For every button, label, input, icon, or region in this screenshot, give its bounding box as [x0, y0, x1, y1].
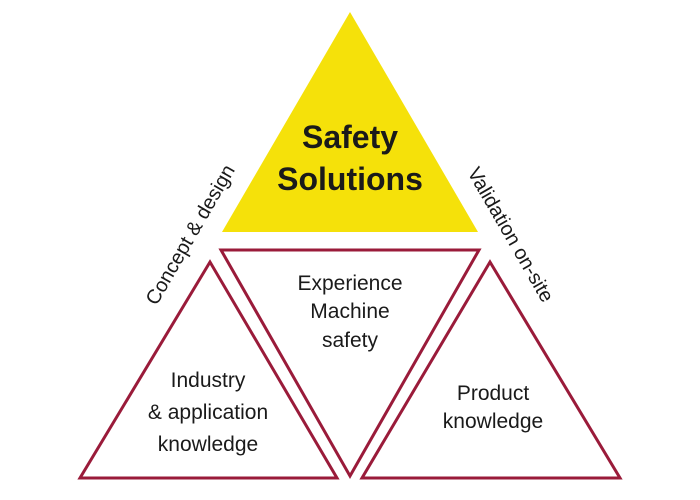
industry-label-line-1: Industry: [171, 369, 246, 392]
experience-label-line-3: safety: [322, 329, 379, 352]
experience-label-line-2: Machine: [310, 300, 389, 323]
product-label-line-2: knowledge: [443, 410, 543, 433]
product-label-line-1: Product: [457, 382, 530, 405]
experience-triangle: [218, 248, 482, 480]
product-triangle: [359, 259, 623, 480]
safety-solutions-triangle: [222, 12, 478, 232]
industry-label-line-3: knowledge: [158, 433, 258, 456]
industry-triangle: [77, 259, 340, 480]
safety-solutions-title-line-1: Safety: [302, 119, 398, 155]
experience-label-line-1: Experience: [297, 272, 402, 295]
safety-solutions-title-line-2: Solutions: [277, 161, 423, 197]
industry-label-line-2: & application: [148, 401, 268, 424]
